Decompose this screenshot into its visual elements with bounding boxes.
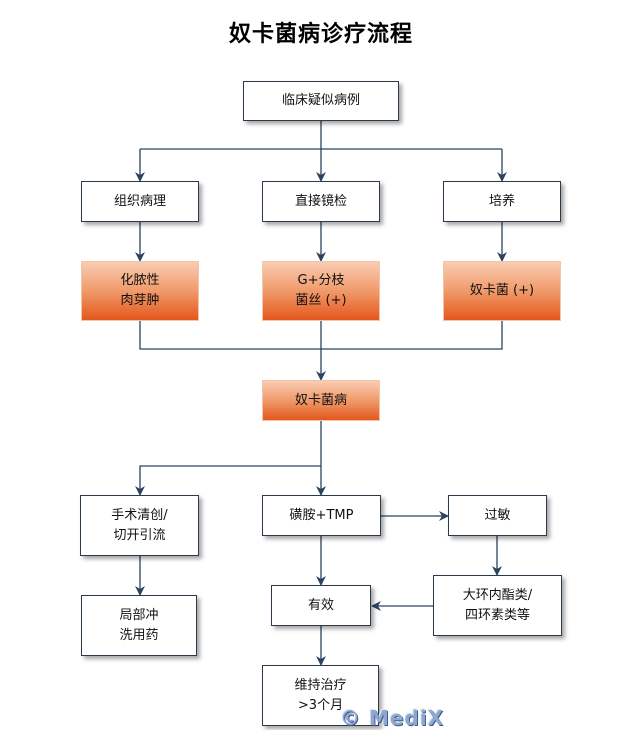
node-allergy: 过敏 bbox=[448, 495, 547, 536]
node-sulfonamide-tmp: 磺胺+TMP bbox=[262, 495, 381, 536]
node-suspected-case: 临床疑似病例 bbox=[243, 81, 399, 121]
node-effective: 有效 bbox=[271, 585, 371, 626]
node-maintenance-therapy: 维持治疗 >3个月 bbox=[262, 665, 379, 726]
watermark: © MediX bbox=[340, 706, 445, 730]
node-purulent-granuloma: 化脓性 肉芽肿 bbox=[81, 261, 199, 321]
node-local-irrigation: 局部冲 洗用药 bbox=[81, 595, 197, 656]
node-histopathology: 组织病理 bbox=[81, 181, 199, 222]
node-macrolide-tetracycline: 大环内酯类/ 四环素类等 bbox=[433, 575, 562, 636]
node-nocardiosis: 奴卡菌病 bbox=[262, 380, 380, 421]
arrow-to-surgery bbox=[135, 465, 321, 496]
node-direct-microscopy: 直接镜检 bbox=[262, 181, 380, 222]
node-culture: 培养 bbox=[443, 181, 561, 222]
diagram-title: 奴卡菌病诊疗流程 bbox=[228, 22, 413, 47]
node-surgical-debridement: 手术清创/ 切开引流 bbox=[80, 495, 199, 556]
node-gram-positive-hyphae: G+分枝 菌丝 (+) bbox=[262, 261, 380, 321]
node-nocardia-positive: 奴卡菌 (+) bbox=[443, 261, 561, 321]
